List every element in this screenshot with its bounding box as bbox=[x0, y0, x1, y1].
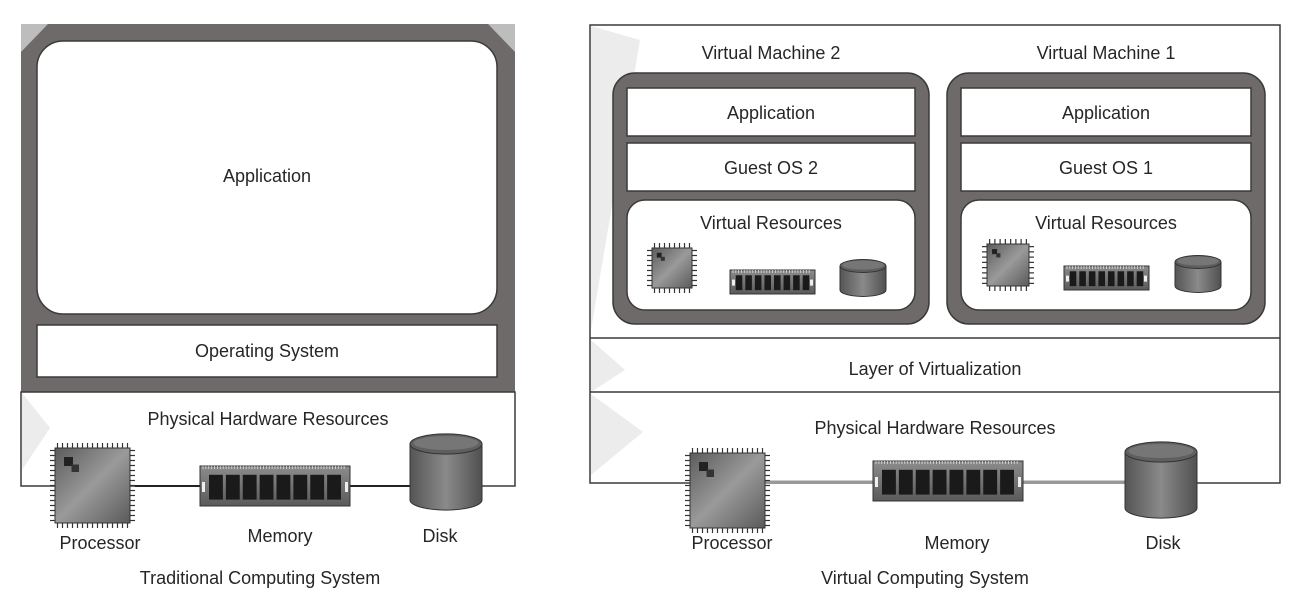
traditional-os-box bbox=[36, 324, 498, 378]
traditional-memory-label: Memory bbox=[247, 526, 313, 546]
vm2-resources-label: Virtual Resources bbox=[700, 213, 842, 233]
traditional-application-label: Application bbox=[222, 166, 312, 186]
virtual-processor-icon bbox=[685, 448, 770, 533]
virtual-disk-icon bbox=[1124, 441, 1198, 519]
vm1-guest-os-box bbox=[960, 142, 1252, 192]
vm1-title: Virtual Machine 1 bbox=[1036, 43, 1176, 63]
virtual-hardware-label: Physical Hardware Resources bbox=[814, 418, 1056, 438]
virtual-caption: Virtual Computing System bbox=[821, 568, 1029, 588]
vm2-processor-icon bbox=[647, 243, 697, 293]
traditional-os-label: Operating System bbox=[194, 341, 340, 361]
vm2-disk-icon bbox=[839, 259, 887, 297]
vm1-guest-os-label: Guest OS 1 bbox=[1058, 158, 1154, 178]
virtual-memory-label: Memory bbox=[924, 533, 990, 553]
vm2-application-label: Application bbox=[726, 103, 816, 123]
vm1-application-box bbox=[960, 87, 1252, 137]
vm1-memory-icon bbox=[1063, 265, 1150, 291]
vm2-memory-icon bbox=[729, 269, 816, 295]
vm1-processor-icon bbox=[982, 239, 1034, 291]
virtual-disk-label: Disk bbox=[1145, 533, 1181, 553]
virtual-processor-label: Processor bbox=[691, 533, 773, 553]
traditional-processor-label: Processor bbox=[59, 533, 141, 553]
vm2-guest-os-label: Guest OS 2 bbox=[723, 158, 819, 178]
traditional-application-box bbox=[36, 40, 498, 315]
traditional-caption: Traditional Computing System bbox=[139, 568, 381, 588]
traditional-disk-icon bbox=[409, 433, 483, 511]
virtual-memory-icon bbox=[872, 460, 1024, 502]
virtualization-layer-label: Layer of Virtualization bbox=[848, 359, 1022, 379]
vm1-resources-label: Virtual Resources bbox=[1035, 213, 1177, 233]
vm1-disk-icon bbox=[1174, 255, 1222, 293]
traditional-processor-icon bbox=[50, 443, 135, 528]
traditional-memory-icon bbox=[199, 465, 351, 507]
vm2-title: Virtual Machine 2 bbox=[701, 43, 841, 63]
vm2-guest-os-box bbox=[626, 142, 916, 192]
traditional-hardware-label: Physical Hardware Resources bbox=[147, 409, 389, 429]
vm1-application-label: Application bbox=[1061, 103, 1151, 123]
vm2-application-box bbox=[626, 87, 916, 137]
traditional-disk-label: Disk bbox=[422, 526, 458, 546]
